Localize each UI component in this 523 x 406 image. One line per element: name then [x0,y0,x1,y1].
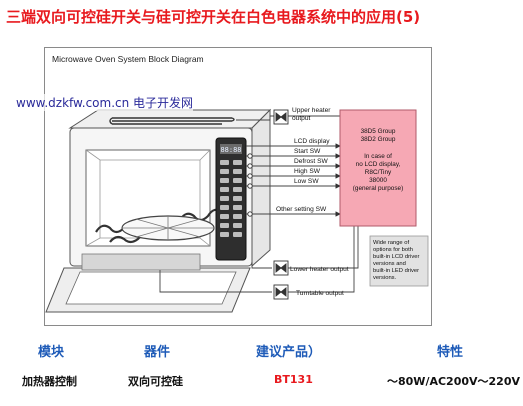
note-text-3: built-in LCD driver [373,254,419,260]
note-text-1: Wide range of [373,240,409,246]
table-cell-module: 加热器控制 [22,375,77,388]
defrost-sw-label: Defrost SW [294,158,328,165]
start-sw-label: Start SW [294,148,321,155]
table-header-product: 建议产品） [256,345,322,360]
panel-display: 88:88 [220,146,241,154]
mcu-text-1: 38D5 Group [361,128,396,135]
table-header-module: 模块 [38,345,65,360]
mcu-text-5: R8C/Tiny [365,169,392,176]
watermark: www.dzkfw.com.cn 电子开发网 [16,94,194,111]
table-cell-device: 双向可控硅 [128,375,183,388]
upper-heater-label-1: Upper heater [292,107,331,114]
mcu-block [339,109,417,227]
other-sw-label: Other setting SW [276,206,327,213]
diagram-heading: Microwave Oven System Block Diagram [52,54,204,64]
note-text-5: built-in LED driver [373,268,419,274]
low-sw-label: Low SW [294,178,319,185]
upper-heater-label-2: output [292,115,311,122]
mcu-text-2: 38D2 Group [361,136,396,143]
table-cell-feature: ～80W/AC200V～220V [387,375,520,388]
mcu-text-6: 38000 [369,177,387,184]
note-text-6: versions. [373,275,397,281]
connection-lines [159,115,359,293]
lower-heater-label: Lower heater output [290,266,349,273]
switch-contacts [247,153,253,217]
table-header-device: 器件 [144,345,171,360]
triac-symbols [273,109,289,300]
mcu-text-3: In case of [364,153,392,160]
mcu-text-7: (general purpose) [353,185,403,192]
note-box [369,235,429,287]
page-title: 三端双向可控硅开关与硅可控开关在白色电器系统中的应用(5) [6,8,421,26]
lcd-display-label: LCD display [294,138,330,145]
turntable-label: Turntable output [296,290,344,297]
mcu-text-4: no LCD display, [356,161,401,168]
table-header-feature: 特性 [437,345,464,360]
note-text-2: options for both [373,247,413,253]
note-text-4: versions and [373,261,406,267]
high-sw-label: High SW [294,168,321,175]
microwave-oven: 88:88 [45,108,272,313]
table-cell-product: BT131 [274,373,313,386]
